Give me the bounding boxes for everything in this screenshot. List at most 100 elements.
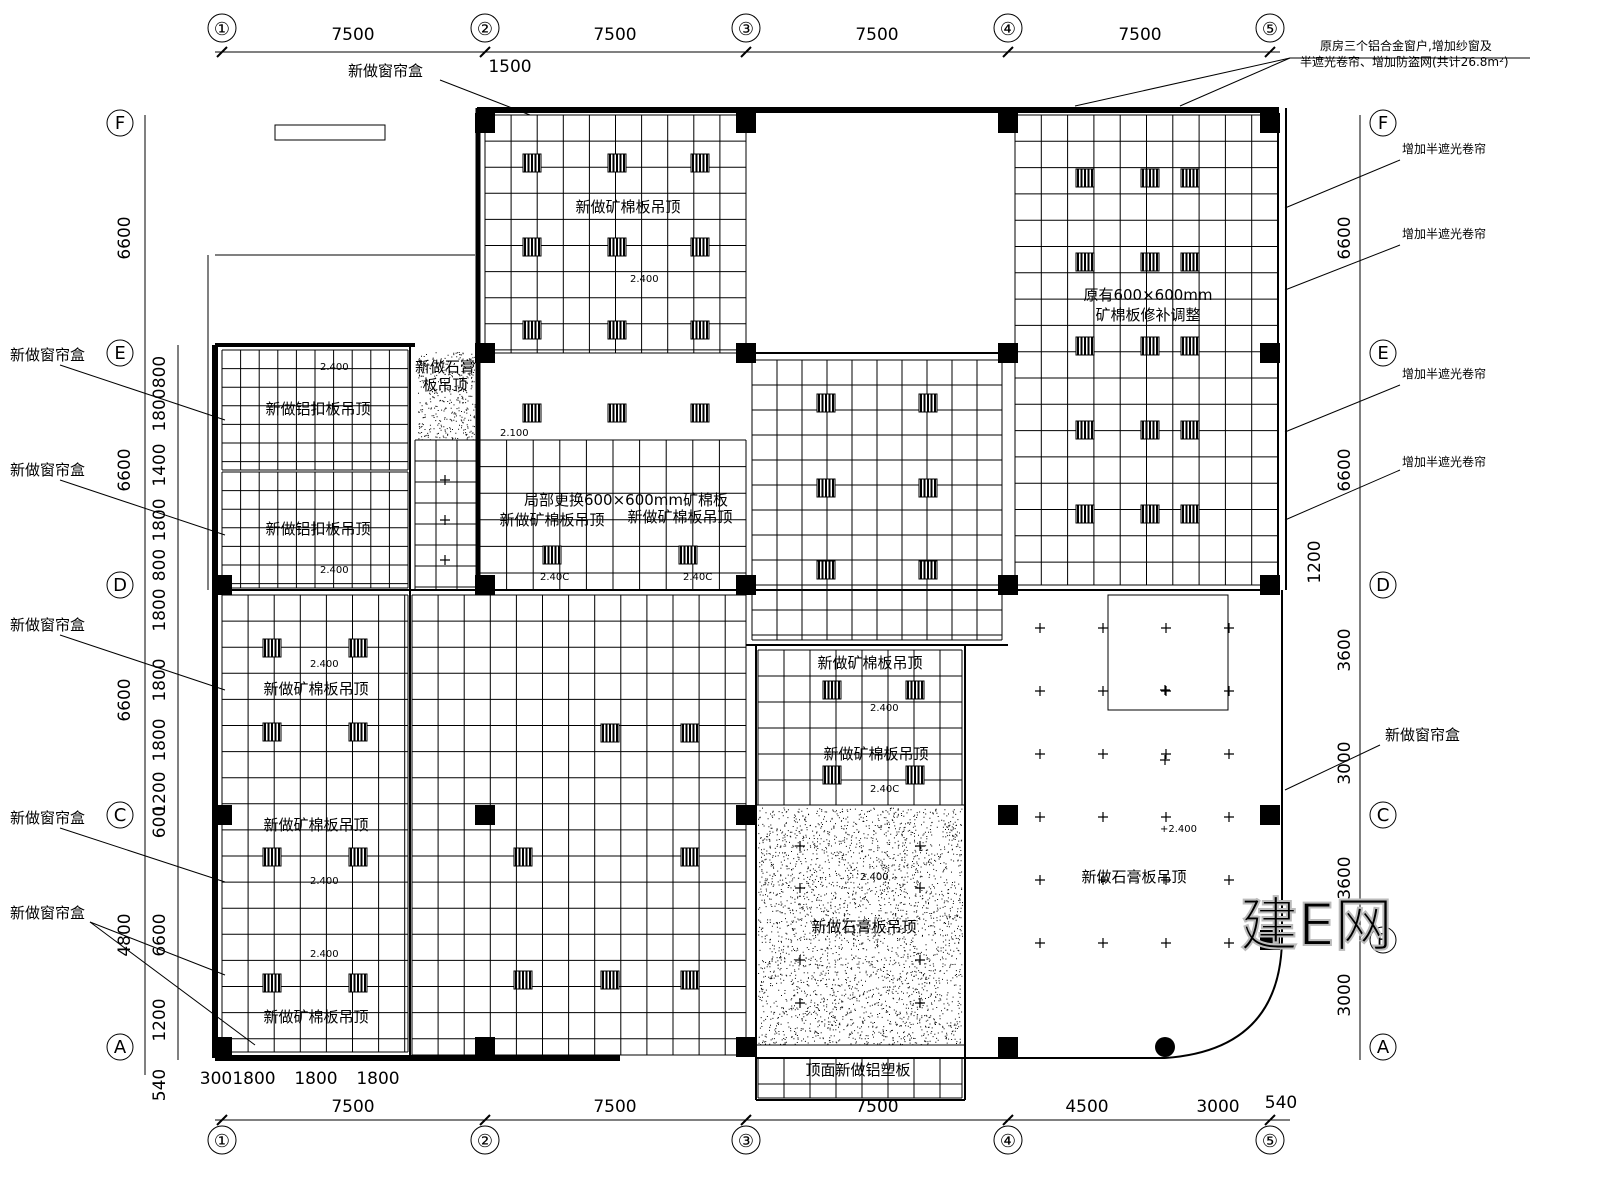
downlight-icon	[1160, 685, 1170, 695]
grille-light-icon	[817, 479, 835, 497]
column	[736, 113, 756, 133]
dim-vertical: 540	[150, 1069, 170, 1101]
dim-bottom-5: 3000	[1196, 1097, 1239, 1117]
elev-5: 2.40C	[540, 572, 569, 583]
elev-3: 2.400	[320, 565, 349, 576]
downlight-icon	[915, 883, 925, 893]
axis-E-right: E	[1377, 343, 1388, 364]
grille-light-icon	[1141, 169, 1159, 187]
ceiling-grid	[415, 440, 478, 590]
downlight-icon	[1161, 686, 1171, 696]
downlight-icon	[915, 955, 925, 965]
downlight-icon	[1098, 623, 1108, 633]
grille-light-icon	[906, 766, 924, 784]
top-wall	[478, 108, 1278, 112]
elev-6: 2.40C	[683, 572, 712, 583]
axis-A-right: A	[1377, 1037, 1390, 1058]
column	[736, 343, 756, 363]
room-label-mineral-left-1: 新做矿棉板吊顶	[263, 680, 368, 698]
downlight-icon	[1161, 749, 1171, 759]
dim-bottom-sub-1: 300	[200, 1069, 232, 1089]
grille-light-icon	[608, 321, 626, 339]
elev-4: 2.100	[500, 428, 529, 439]
axis-4-bottom: ④	[1000, 1131, 1016, 1152]
dim-vertical: 1800	[150, 498, 170, 541]
grille-light-icon	[1181, 505, 1199, 523]
room-label-gypsum-center: 新做石膏板吊顶	[811, 918, 916, 936]
column	[475, 575, 495, 595]
note-blind-1: 增加半遮光卷帘	[1402, 141, 1486, 156]
dim-vertical: 1800	[150, 588, 170, 631]
dim-vertical: 1200	[1305, 540, 1325, 583]
watermark-logo: 建E网	[1240, 891, 1393, 959]
downlight-icon	[1098, 938, 1108, 948]
axis-C-left: C	[114, 805, 127, 826]
room-label-mineral-mid-b: 新做矿棉板吊顶	[627, 508, 732, 526]
grille-light-icon	[263, 848, 281, 866]
downlight-icon	[1224, 875, 1234, 885]
dim-bottom-1: 7500	[331, 1097, 374, 1117]
note-curtain-box-4: 新做窗帘盒	[10, 809, 85, 827]
dim-vertical: 4800	[115, 913, 135, 956]
room-label-mineral-top: 新做矿棉板吊顶	[575, 198, 680, 216]
axis-D-left: D	[113, 575, 127, 596]
vertical-dimension-texts: 6600660066004800660080018001400180080018…	[115, 216, 1355, 1101]
grille-light-icon	[263, 639, 281, 657]
grille-light-icon	[1181, 337, 1199, 355]
grille-light-icon	[1076, 169, 1094, 187]
grille-light-icon	[817, 561, 835, 579]
dim-bottom-sub-3: 1800	[294, 1069, 337, 1089]
grille-light-icon	[514, 848, 532, 866]
column	[998, 805, 1018, 825]
axis-A-left: A	[114, 1037, 127, 1058]
dim-vertical: 6600	[1335, 216, 1355, 259]
grille-light-icon	[823, 681, 841, 699]
grille-light-icon	[523, 404, 541, 422]
room-label-mineral-mid-a: 新做矿棉板吊顶	[499, 511, 604, 529]
grille-light-icon	[1076, 253, 1094, 271]
column	[736, 1037, 756, 1057]
room-label-mineral-left-3: 新做矿棉板吊顶	[263, 1008, 368, 1026]
grille-light-icon	[679, 546, 697, 564]
downlight-icon	[1161, 623, 1171, 633]
elev-2: 2.400	[320, 362, 349, 373]
axis-3-top: ③	[738, 19, 754, 40]
dim-top-1: 7500	[331, 25, 374, 45]
dim-top-4: 7500	[1118, 25, 1161, 45]
elev-8: 2.400	[310, 876, 339, 887]
grille-light-icon	[349, 848, 367, 866]
axis-1-bottom: ①	[214, 1131, 230, 1152]
grille-light-icon	[543, 546, 561, 564]
downlight-icon	[795, 998, 805, 1008]
downlight-icon	[1224, 623, 1234, 633]
dim-vertical: 3000	[1335, 973, 1355, 1016]
grille-light-icon	[523, 154, 541, 172]
grille-light-icon	[349, 723, 367, 741]
dim-vertical: 600	[150, 806, 170, 838]
dim-vertical: 800	[150, 356, 170, 388]
downlight-icon	[915, 998, 925, 1008]
downlight-icon	[795, 883, 805, 893]
room-label-partial-replace: 局部更换600×600mm矿棉板	[524, 491, 728, 509]
room-label-alu-1: 新做铝扣板吊顶	[265, 400, 370, 418]
column	[998, 113, 1018, 133]
note-blind-3: 增加半遮光卷帘	[1402, 366, 1486, 381]
column	[1260, 343, 1280, 363]
downlight-icon	[1224, 749, 1234, 759]
room-label-alu-2: 新做铝扣板吊顶	[265, 520, 370, 538]
room-labels: 新做矿棉板吊顶 原有600×600mm 矿棉板修补调整 新做铝扣板吊顶 新做铝扣…	[263, 198, 1212, 1079]
dim-top-3: 7500	[855, 25, 898, 45]
dim-bottom-sub-2: 1800	[232, 1069, 275, 1089]
grille-light-icon	[691, 321, 709, 339]
dim-bottom-4: 4500	[1065, 1097, 1108, 1117]
column	[475, 343, 495, 363]
room-label-gypsum-small-2: 板吊顶	[422, 376, 467, 394]
ceiling-grid	[758, 650, 962, 805]
note-blind-2: 增加半遮光卷帘	[1402, 226, 1486, 241]
ceiling-grid	[752, 360, 1002, 640]
grille-light-icon	[1181, 169, 1199, 187]
axis-F-left: F	[115, 113, 125, 134]
downlight-icon	[440, 555, 450, 565]
note-window-1: 原房三个铝合金窗户,增加纱窗及	[1320, 38, 1492, 53]
